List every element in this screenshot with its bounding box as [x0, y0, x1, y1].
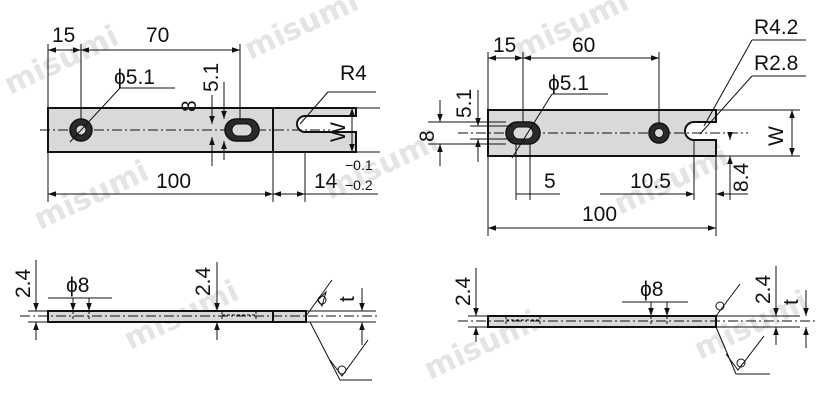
plate-b-dim-10-5: 10.5	[630, 170, 671, 193]
plate-b-dim-8: 8	[416, 130, 439, 142]
plate-b-hole-dia: ϕ5.1	[548, 72, 589, 95]
plate-b-length: 100	[582, 203, 617, 226]
plate-a-dim-5-1: 5.1	[200, 63, 223, 92]
plate-b-dim-8-4: 8.4	[730, 162, 753, 192]
watermark-2: misumi	[239, 0, 365, 67]
watermark-4: misumi	[29, 154, 155, 237]
plate-b-side-dim-2-4-right: 2.4	[752, 274, 775, 304]
plate-a-side-thickness: t	[336, 296, 359, 302]
plate-a-tol-base: 14	[314, 170, 338, 193]
plate-a-dim-8: 8	[178, 100, 201, 112]
plate-b-side-cb-dia: ϕ8	[640, 278, 663, 301]
plate-b-slot-inner	[512, 126, 534, 140]
plate-b-side-dim-2-4-left: 2.4	[452, 276, 475, 306]
plate-a-length: 100	[156, 170, 191, 193]
plate-a-slot-inner	[231, 123, 253, 137]
plate-b-side-thickness: t	[780, 299, 803, 305]
plate-a-side-dim-2-4-left: 2.4	[12, 268, 35, 298]
plate-b-width: W	[765, 126, 788, 146]
plate-b-hole-inner	[654, 128, 664, 138]
plate-b-radius-inner: R2.8	[754, 52, 798, 75]
plate-a-hole-dia: ϕ5.1	[114, 66, 155, 89]
plate-a-side-cb-dia: ϕ8	[66, 274, 89, 297]
plate-b-radius-outer: R4.2	[754, 16, 798, 39]
plate-a-surface-mark-bottom	[329, 339, 369, 377]
plate-b-dim-60: 60	[572, 34, 595, 57]
plate-b-dim-5: 5	[544, 170, 556, 193]
plate-b-surface-mark-bottom	[725, 335, 765, 371]
plate-a-side-view: 2.4 ϕ8 2.4 t	[12, 260, 378, 381]
plate-b-top-view: 15 60 ϕ5.1 8 5.1 R4.2 R2.8 W 5	[416, 16, 806, 236]
plate-b-side-view: 2.4 ϕ8 2.4 t	[452, 266, 816, 375]
plate-b-dim-5-1: 5.1	[453, 89, 476, 118]
plate-b-dim-15: 15	[493, 34, 516, 57]
plate-a-side-dim-2-4-mid: 2.4	[192, 266, 215, 296]
plate-a-dim-15: 15	[52, 24, 75, 47]
plate-a-tol-upper: −0.1	[345, 157, 373, 173]
plate-a-radius: R4	[340, 62, 367, 85]
plate-a-tol-lower: −0.2	[345, 177, 373, 193]
plate-a-dim-70: 70	[146, 24, 169, 47]
plate-a-width: W	[327, 122, 350, 142]
plate-a-top-view: 15 70 ϕ5.1 8 5.1 R4 W 100 14 −0.1 −0.2	[40, 24, 380, 202]
